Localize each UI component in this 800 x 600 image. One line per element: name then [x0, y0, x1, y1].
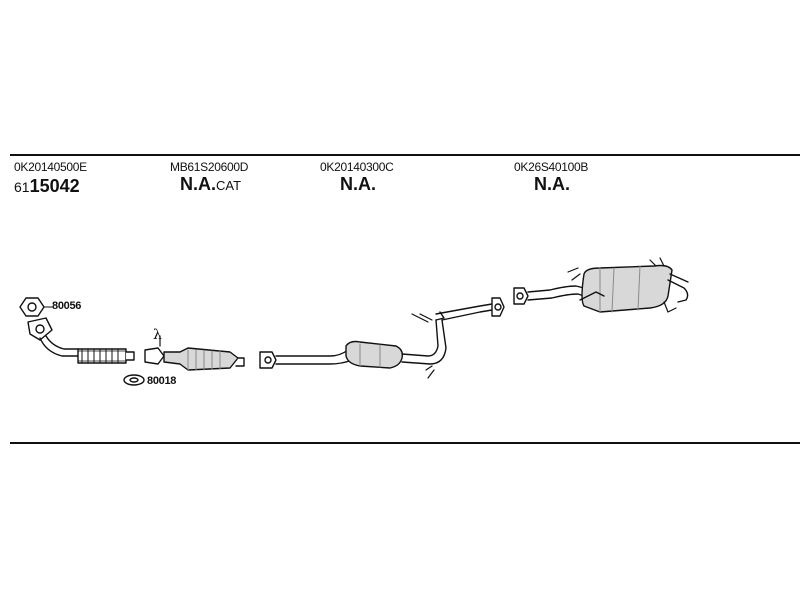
part-status-center-pipe: N.A.	[340, 174, 376, 194]
part-status-number: 15042	[29, 176, 80, 196]
part-code-center-pipe: 0K20140300C	[320, 160, 394, 174]
part-status-prefix: 61	[14, 179, 30, 195]
gasket-80018-icon	[123, 374, 145, 386]
part-status-front-pipe: 6115042	[14, 176, 80, 197]
lambda-sensor-symbol: λ	[153, 327, 162, 343]
part-code-rear-muffler: 0K26S40100B	[514, 160, 589, 174]
callout-gasket-top: 80056	[52, 300, 82, 312]
part-status-value: N.A.	[180, 174, 216, 194]
front-pipe-icon	[27, 317, 135, 364]
gasket-80056-icon	[19, 297, 45, 317]
bottom-divider	[10, 442, 800, 444]
top-divider	[10, 154, 800, 156]
rear-muffler-icon	[513, 257, 689, 313]
part-status-catalyst: N.A.CAT	[180, 174, 241, 195]
center-pipe-icon	[259, 297, 505, 379]
part-code-catalyst: MB61S20600D	[170, 160, 249, 174]
part-status-rear-muffler: N.A.	[534, 174, 570, 194]
callout-gasket-bottom: 80018	[147, 375, 177, 387]
part-code-front-pipe: 0K20140500E	[14, 160, 87, 174]
catalytic-converter-icon	[144, 335, 245, 371]
part-status-suffix: CAT	[216, 178, 242, 193]
